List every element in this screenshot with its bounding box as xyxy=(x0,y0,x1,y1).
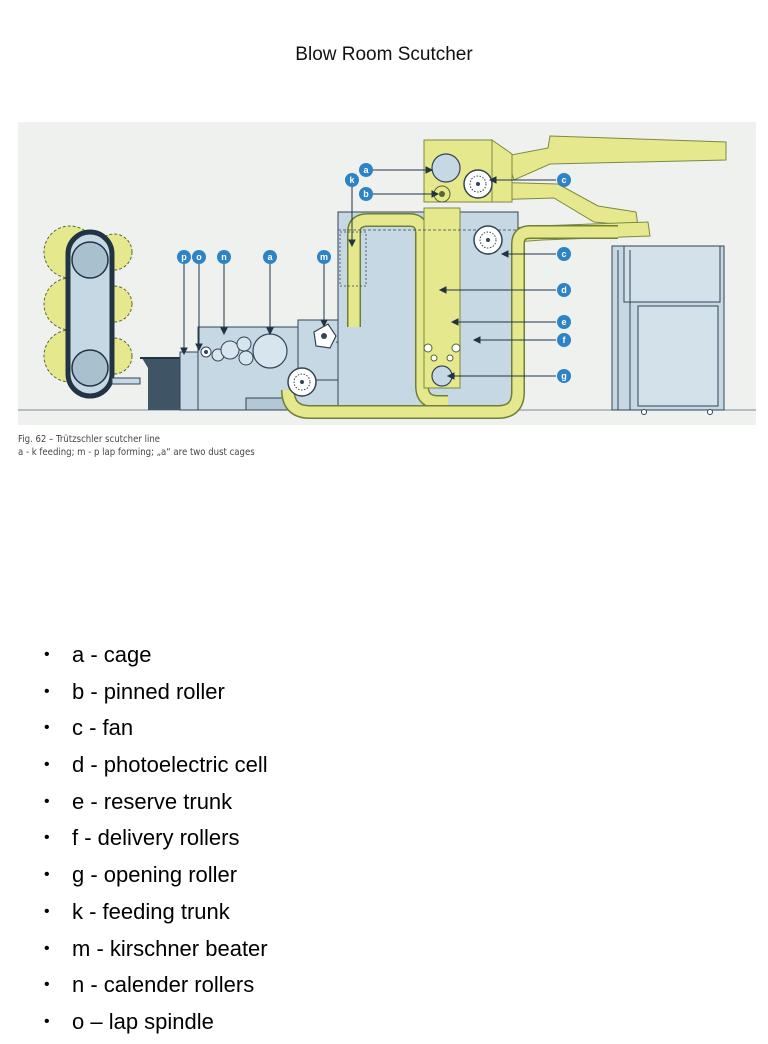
svg-text:k: k xyxy=(349,175,355,185)
callout-badge-c-lower: c xyxy=(557,247,571,261)
scutcher-diagram: a b k c c d e f g p o n xyxy=(18,122,756,425)
callout-badge-e: e xyxy=(557,315,571,329)
bullet-icon: • xyxy=(44,792,50,810)
lap-doffing-stand xyxy=(140,357,186,410)
legend-item: •o – lap spindle xyxy=(44,1007,268,1044)
caption-line-2: a - k feeding; m - p lap forming; „a“ ar… xyxy=(18,447,255,458)
legend-item: •k - feeding trunk xyxy=(44,897,268,934)
bullet-icon: • xyxy=(44,1012,50,1030)
callout-badge-f: f xyxy=(557,333,571,347)
fan-lower xyxy=(287,367,317,397)
legend-item: •d - photoelectric cell xyxy=(44,750,268,787)
callout-badge-k: k xyxy=(345,173,359,187)
svg-text:b: b xyxy=(363,189,369,199)
callout-badge-a-lower: a xyxy=(263,250,277,264)
callout-badge-g: g xyxy=(557,369,571,383)
bullet-icon: • xyxy=(44,682,50,700)
svg-text:f: f xyxy=(563,335,567,345)
callout-badge-a-upper: a xyxy=(359,163,373,177)
bullet-icon: • xyxy=(44,719,50,737)
legend-item: •a - cage xyxy=(44,640,268,677)
svg-text:n: n xyxy=(221,252,227,262)
legend-list: •a - cage •b - pinned roller •c - fan •d… xyxy=(44,640,268,1044)
callout-badge-o: o xyxy=(192,250,206,264)
legend-item: •g - opening roller xyxy=(44,860,268,897)
bullet-icon: • xyxy=(44,939,50,957)
svg-text:m: m xyxy=(320,252,328,262)
svg-text:c: c xyxy=(561,175,566,185)
bullet-icon: • xyxy=(44,756,50,774)
cotton-path xyxy=(281,213,618,419)
page-title: Blow Room Scutcher xyxy=(295,44,473,65)
bullet-icon: • xyxy=(44,646,50,663)
bullet-icon: • xyxy=(44,976,50,994)
legend-item: •m - kirschner beater xyxy=(44,934,268,971)
svg-text:o: o xyxy=(196,252,202,262)
svg-text:e: e xyxy=(561,317,566,327)
callout-badge-n: n xyxy=(217,250,231,264)
legend-item: •f - delivery rollers xyxy=(44,823,268,860)
legend-item: •c - fan xyxy=(44,713,268,750)
callout-badge-b: b xyxy=(359,187,373,201)
svg-text:c: c xyxy=(561,249,566,259)
svg-text:a: a xyxy=(267,252,273,262)
bullet-icon: • xyxy=(44,866,50,884)
fan-middle xyxy=(473,225,503,255)
caption-line-1: Fig. 62 – Trützschler scutcher line xyxy=(18,434,160,445)
bullet-icon: • xyxy=(44,902,50,920)
legend-item: •b - pinned roller xyxy=(44,677,268,714)
callout-badge-p: p xyxy=(177,250,191,264)
legend-item: •e - reserve trunk xyxy=(44,787,268,824)
dust-cage-upper xyxy=(431,153,461,183)
svg-text:g: g xyxy=(561,371,567,381)
bullet-icon: • xyxy=(44,829,50,847)
legend-item: •n - calender rollers xyxy=(44,970,268,1007)
reserve-trunk xyxy=(423,207,461,389)
fan-upper xyxy=(463,169,493,199)
svg-text:p: p xyxy=(181,252,187,262)
svg-text:a: a xyxy=(363,165,369,175)
feeding-trunk xyxy=(339,231,367,287)
filter-cabinet xyxy=(611,245,725,415)
callout-badge-m: m xyxy=(317,250,331,264)
callout-badge-c-upper: c xyxy=(557,173,571,187)
callout-badge-d: d xyxy=(557,283,571,297)
svg-text:d: d xyxy=(561,285,567,295)
callout-leaders xyxy=(180,166,556,380)
figure-caption: Fig. 62 – Trützschler scutcher line a - … xyxy=(18,433,255,459)
